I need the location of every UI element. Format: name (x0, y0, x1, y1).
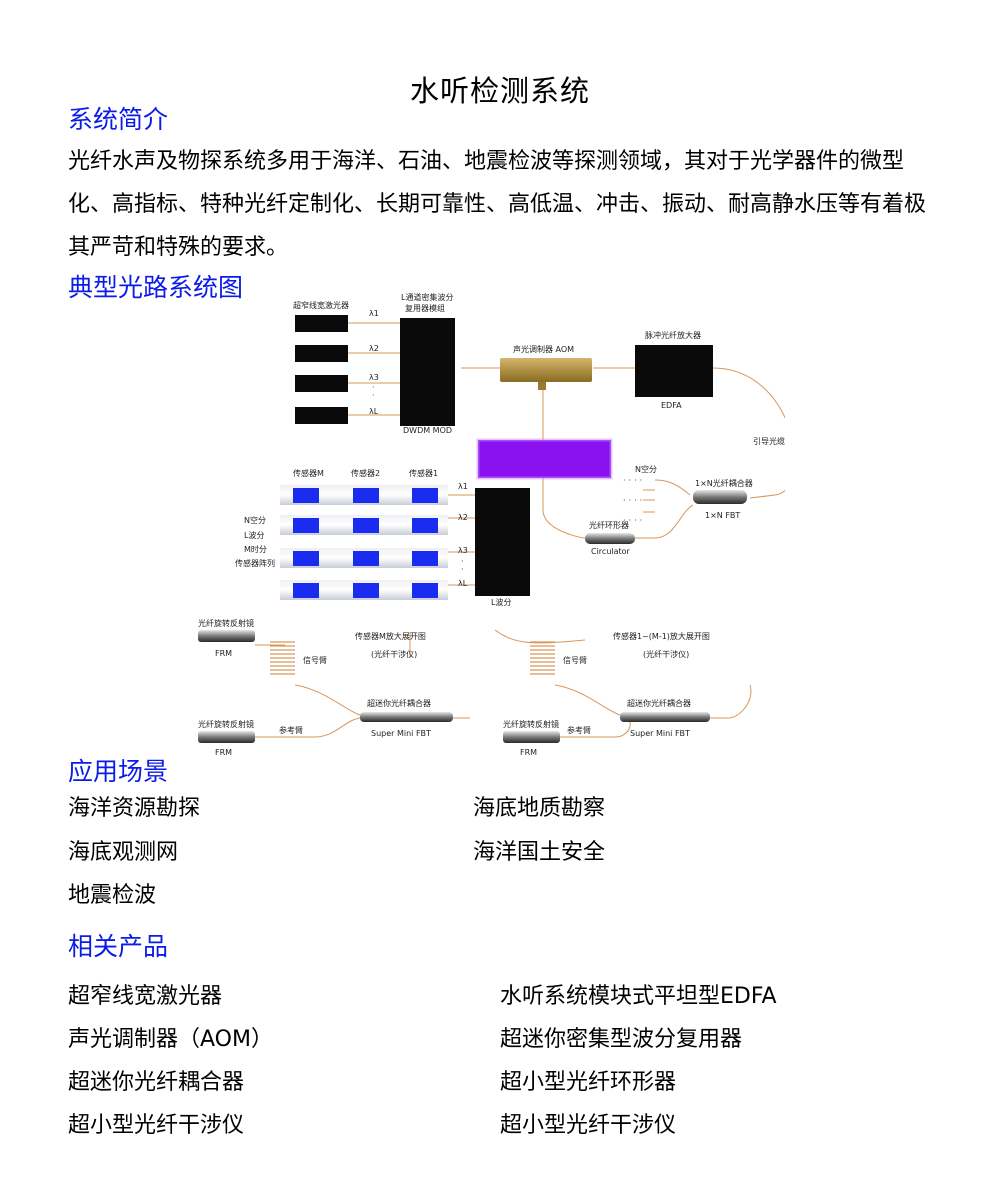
array-label-m-time: M时分 (244, 544, 267, 554)
mini-coupler-left-caption: Super Mini FBT (371, 729, 431, 738)
zoom-left-title: 传感器M放大展开图 (355, 631, 426, 641)
n-space-label: N空分 (635, 464, 657, 474)
sensor-label-m: 传感器M (293, 468, 324, 478)
frm-left-bottom-label: 光纤旋转反射镜 (198, 719, 254, 729)
sensor-label-1: 传感器1 (409, 468, 438, 478)
aom-module (500, 358, 592, 382)
product-item: 声光调制器（AOM） (68, 1027, 273, 1052)
product-item: 水听系统模块式平坦型EDFA (500, 984, 777, 1009)
frm-right-label: 光纤旋转反射镜 (503, 719, 559, 729)
array-label-l-wave: L波分 (244, 530, 264, 540)
coil-right (530, 641, 555, 675)
mux-label-line-2: 复用器模组 (405, 303, 445, 313)
demux-module (475, 488, 530, 596)
frm-right (503, 731, 560, 743)
laser-label: 超窄线宽激光器 (293, 300, 349, 310)
application-item: 海洋资源勘探 (68, 796, 201, 821)
zoom-left-subtitle: (光纤干涉仪) (371, 649, 417, 659)
edfa-caption: EDFA (661, 401, 682, 410)
dwdm-caption: DWDM MOD (403, 426, 452, 435)
demux-caption: L波分 (491, 597, 511, 607)
edfa-module (635, 345, 713, 397)
coil-left (270, 641, 295, 675)
demux-dot-1: · (461, 557, 464, 566)
coupler-1xn (693, 490, 747, 504)
application-item: 海底地质勘察 (473, 796, 606, 821)
product-item: 超窄线宽激光器 (68, 984, 223, 1009)
products-heading: 相关产品 (68, 932, 169, 961)
laser-stack (295, 315, 348, 424)
demux-wavelength-1: λ1 (458, 482, 468, 491)
frm-left-top-caption: FRM (215, 649, 232, 658)
guide-cable-label: 引导光缆 (753, 436, 785, 446)
n-space-dots-3: ···· (623, 516, 645, 525)
demux-wavelength-2: λ2 (458, 513, 468, 522)
product-item: 超小型光纤干涉仪 (68, 1113, 245, 1138)
mini-coupler-right (620, 712, 710, 722)
zoom-right-title: 传感器1~(M-1)放大展开图 (613, 631, 710, 641)
wavelength-2: λ2 (369, 344, 379, 353)
coupler-label: 1×N光纤耦合器 (695, 478, 753, 488)
circulator-caption: Circulator (591, 547, 631, 556)
n-space-dots-2: ···· (623, 496, 645, 505)
sensor-array (280, 485, 448, 600)
signal-arm-right: 信号臂 (563, 655, 587, 665)
wavelength-1: λ1 (369, 309, 379, 318)
signal-arm-left: 信号臂 (303, 655, 327, 665)
product-item: 超迷你密集型波分复用器 (500, 1027, 743, 1052)
circulator-label: 光纤环形器 (589, 520, 629, 530)
frm-left-bottom (198, 731, 255, 743)
n-space-dots-1: ···· (623, 476, 645, 485)
intro-paragraph: 光纤水声及物探系统多用于海洋、石油、地震检波等探测领域，其对于光学器件的微型化、… (68, 149, 927, 260)
page-title: 水听检测系统 (409, 74, 590, 108)
receiver-glow (476, 438, 613, 480)
mini-coupler-left-label: 超迷你光纤耦合器 (367, 698, 431, 708)
mini-coupler-right-caption: Super Mini FBT (630, 729, 690, 738)
mini-coupler-left (360, 712, 453, 722)
demux-dot-2: · (461, 565, 464, 574)
receiver-module (478, 440, 611, 478)
array-label-n-space: N空分 (244, 515, 266, 525)
sensor-label-2: 传感器2 (351, 468, 380, 478)
edfa-label: 脉冲光纤放大器 (645, 330, 701, 340)
product-item: 超小型光纤环形器 (500, 1070, 677, 1095)
dwdm-module (400, 318, 455, 426)
aom-label: 声光调制器 AOM (513, 344, 574, 354)
optical-system-diagram: 超窄线宽激光器 λ1 λ2 λ3 · · λL L通道密集波分 复用器模组 DW… (198, 292, 785, 757)
application-item: 海底观测网 (68, 840, 179, 865)
wavelength-dot-2: · (372, 391, 375, 400)
demux-wavelength-3: λ3 (458, 546, 468, 555)
circulator (585, 533, 635, 544)
diagram-heading: 典型光路系统图 (68, 273, 244, 302)
frm-left-bottom-caption: FRM (215, 748, 232, 757)
aom-port (538, 382, 546, 390)
application-item: 海洋国土安全 (473, 840, 606, 865)
wavelength-3: λ3 (369, 373, 379, 382)
intro-heading: 系统简介 (68, 105, 169, 134)
product-item: 超迷你光纤耦合器 (68, 1070, 245, 1095)
wavelength-L: λL (369, 407, 379, 416)
frm-right-caption: FRM (520, 748, 537, 757)
reference-arm-right: 参考臂 (567, 725, 591, 735)
fiber-paths (255, 322, 785, 738)
frm-left-top-label: 光纤旋转反射镜 (198, 618, 254, 628)
reference-arm-left: 参考臂 (279, 725, 303, 735)
coupler-caption: 1×N FBT (705, 511, 740, 520)
wavelength-dot-1: · (372, 383, 375, 392)
mini-coupler-right-label: 超迷你光纤耦合器 (627, 698, 691, 708)
applications-heading: 应用场景 (68, 757, 169, 786)
frm-left-top (198, 630, 255, 642)
mux-label-line-1: L通道密集波分 (401, 292, 453, 302)
application-item: 地震检波 (68, 883, 157, 908)
array-label-sensor-array: 传感器阵列 (235, 558, 275, 568)
demux-wavelength-L: λL (458, 579, 468, 588)
product-item: 超小型光纤干涉仪 (500, 1113, 677, 1138)
zoom-right-subtitle: (光纤干涉仪) (643, 649, 689, 659)
